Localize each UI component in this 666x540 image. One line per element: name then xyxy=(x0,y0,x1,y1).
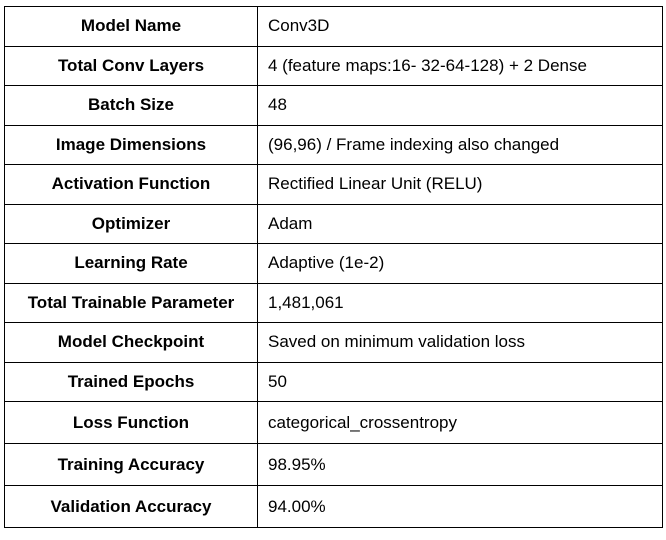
row-label: Model Checkpoint xyxy=(4,322,258,363)
row-label: Total Conv Layers xyxy=(4,45,258,86)
row-value: 1,481,061 xyxy=(257,282,663,323)
row-value: Rectified Linear Unit (RELU) xyxy=(257,164,663,205)
model-summary-table-container: Model Name Conv3D Total Conv Layers 4 (f… xyxy=(4,6,663,528)
row-value: 48 xyxy=(257,85,663,126)
table-row-total-trainable-parameter: Total Trainable Parameter 1,481,061 xyxy=(4,282,663,323)
row-value: Adaptive (1e-2) xyxy=(257,243,663,284)
table-row-batch-size: Batch Size 48 xyxy=(4,85,663,126)
row-label: Loss Function xyxy=(4,401,258,444)
table-body: Model Name Conv3D Total Conv Layers 4 (f… xyxy=(4,6,663,528)
table-row-optimizer: Optimizer Adam xyxy=(4,203,663,244)
table-row-training-accuracy: Training Accuracy 98.95% xyxy=(4,443,663,486)
row-value: Conv3D xyxy=(257,6,663,47)
row-label: Activation Function xyxy=(4,164,258,205)
row-value: Adam xyxy=(257,203,663,244)
table-row-loss-function: Loss Function categorical_crossentropy xyxy=(4,401,663,444)
row-value: 98.95% xyxy=(257,443,663,486)
row-label: Model Name xyxy=(4,6,258,47)
table-row-model-name: Model Name Conv3D xyxy=(4,6,663,47)
row-value: 4 (feature maps:16- 32-64-128) + 2 Dense xyxy=(257,45,663,86)
table-row-trained-epochs: Trained Epochs 50 xyxy=(4,361,663,402)
row-label: Batch Size xyxy=(4,85,258,126)
table-row-validation-accuracy: Validation Accuracy 94.00% xyxy=(4,485,663,528)
table-row-total-conv-layers: Total Conv Layers 4 (feature maps:16- 32… xyxy=(4,45,663,86)
table-row-activation-function: Activation Function Rectified Linear Uni… xyxy=(4,164,663,205)
row-label: Total Trainable Parameter xyxy=(4,282,258,323)
row-label: Training Accuracy xyxy=(4,443,258,486)
table-row-learning-rate: Learning Rate Adaptive (1e-2) xyxy=(4,243,663,284)
table-row-model-checkpoint: Model Checkpoint Saved on minimum valida… xyxy=(4,322,663,363)
row-label: Trained Epochs xyxy=(4,361,258,402)
row-label: Learning Rate xyxy=(4,243,258,284)
row-value: (96,96) / Frame indexing also changed xyxy=(257,124,663,165)
row-label: Validation Accuracy xyxy=(4,485,258,528)
row-value: 50 xyxy=(257,361,663,402)
row-label: Image Dimensions xyxy=(4,124,258,165)
model-summary-table: Model Name Conv3D Total Conv Layers 4 (f… xyxy=(4,6,663,528)
row-value: categorical_crossentropy xyxy=(257,401,663,444)
row-value: 94.00% xyxy=(257,485,663,528)
table-row-image-dimensions: Image Dimensions (96,96) / Frame indexin… xyxy=(4,124,663,165)
row-value: Saved on minimum validation loss xyxy=(257,322,663,363)
row-label: Optimizer xyxy=(4,203,258,244)
